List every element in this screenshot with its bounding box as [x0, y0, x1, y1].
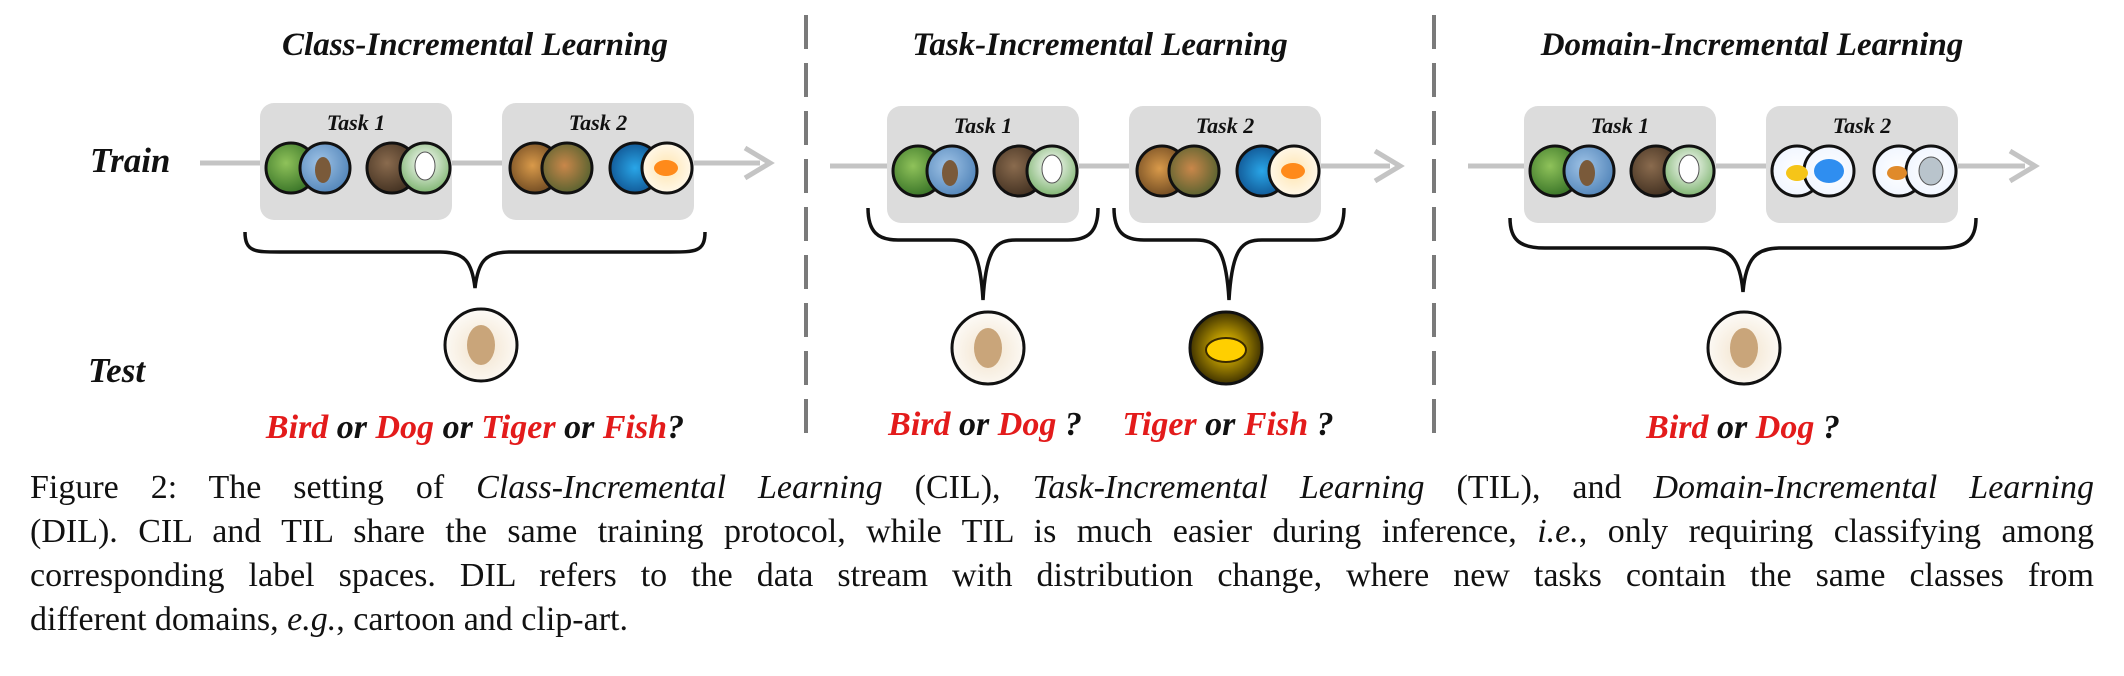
panel-til: Task-Incremental Learning Task 1 Task 2 …	[830, 27, 1405, 443]
task-label: Task 2	[1833, 113, 1891, 138]
task-label: Task 1	[327, 110, 385, 135]
arrow-head	[743, 145, 775, 181]
panel-dil: Domain-Incremental Learning Task 1 Task …	[1468, 27, 2040, 446]
figure-caption: Figure 2: The setting of Class-Increment…	[30, 466, 2094, 642]
task-label: Task 2	[1196, 113, 1254, 138]
caption-line: (DIL). CIL and TIL share the same traini…	[30, 513, 2094, 550]
question-til-task2: Tiger or Fish ?	[1122, 406, 1333, 443]
arrow-head	[1373, 148, 1405, 184]
caption-line: Figure 2: The setting of Class-Increment…	[30, 469, 2094, 506]
row-label-test: Test	[88, 351, 146, 390]
panel-title: Class-Incremental Learning	[282, 27, 668, 63]
incremental-learning-figure: Class-Incremental Learning Task 1 Task 2…	[88, 15, 2040, 446]
brace	[866, 207, 1100, 301]
goldfish-shape	[654, 160, 678, 176]
panel-title: Task-Incremental Learning	[912, 27, 1288, 63]
question-dil: Bird or Dog ?	[1645, 409, 1840, 446]
caption-line: different domains, e.g., cartoon and cli…	[30, 601, 628, 638]
arrow-head	[2008, 148, 2040, 184]
panel-title: Domain-Incremental Learning	[1540, 27, 1964, 63]
tiger-image	[1167, 144, 1221, 198]
row-label-train: Train	[90, 141, 170, 180]
caption-line: corresponding label spaces. DIL refers t…	[30, 557, 2094, 594]
brace	[243, 231, 707, 289]
task-label: Task 2	[569, 110, 627, 135]
brace	[1508, 217, 1978, 293]
question-til-task1: Bird or Dog ?	[887, 406, 1082, 443]
panel-cil: Class-Incremental Learning Task 1 Task 2…	[200, 27, 775, 446]
task-label: Task 1	[1591, 113, 1649, 138]
brace	[1112, 207, 1346, 301]
tiger-image	[540, 141, 594, 195]
question-cil: Bird or Dog or Tiger or Fish?	[265, 409, 684, 446]
task-label: Task 1	[954, 113, 1012, 138]
bird-shape	[315, 157, 331, 183]
